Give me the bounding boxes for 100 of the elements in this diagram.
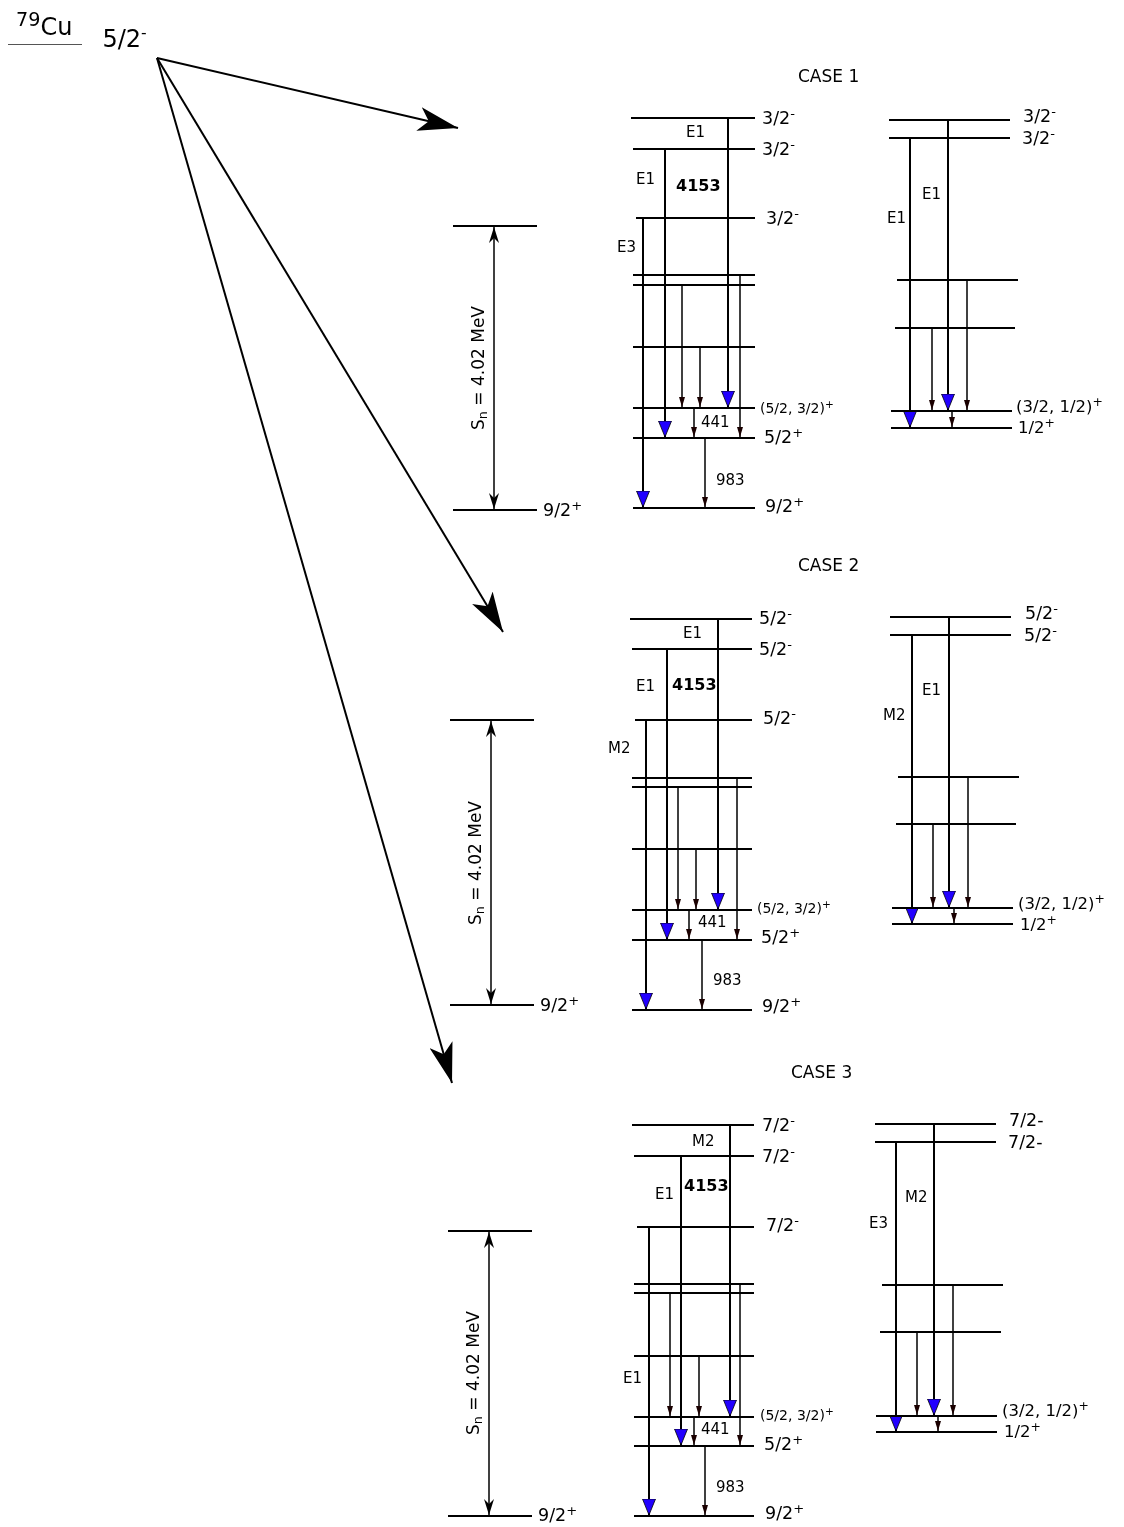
gamma-transition-arrow — [691, 1417, 697, 1446]
case-heading: CASE 3 — [791, 1063, 853, 1081]
spin-parity-label: 9/2$^{+}$ — [543, 502, 583, 520]
gamma-transition-arrow — [965, 777, 971, 908]
gamma-transition-arrow — [702, 1446, 708, 1516]
energy-level-line — [882, 1284, 1003, 1286]
gamma-transition-arrow — [950, 1285, 956, 1416]
energy-level-line — [632, 786, 752, 788]
multipolarity-label: E1 — [686, 124, 706, 140]
energy-level-line — [448, 1230, 532, 1232]
energy-level-line — [632, 848, 752, 850]
gamma-transition-arrow — [927, 1124, 941, 1416]
gamma-transition-arrow — [935, 1416, 941, 1432]
gamma-transition-arrow — [949, 411, 955, 428]
spin-parity-label: 5/2$^{-}$ — [759, 610, 792, 628]
energy-level-line — [634, 1355, 754, 1357]
gamma-transition-arrow — [930, 824, 936, 908]
energy-level-line — [634, 1292, 754, 1294]
spin-parity-label: (5/2, 3/2)$^{+}$ — [760, 1408, 834, 1422]
energy-level-line — [880, 1331, 1001, 1333]
spin-parity-label: 9/2$^{+}$ — [540, 997, 580, 1015]
gamma-transition-arrow — [667, 1293, 673, 1417]
arrow — [156, 57, 504, 633]
spin-parity-label: 7/2$^{-}$ — [766, 1217, 799, 1235]
multipolarity-label: E1 — [922, 186, 942, 202]
spin-parity-label: 5/2$^{-}$ — [102, 26, 147, 52]
spin-parity-label: (3/2, 1/2)$^{+}$ — [1016, 398, 1103, 416]
multipolarity-label: M2 — [905, 1189, 928, 1205]
gamma-transition-arrow — [636, 218, 650, 508]
gamma-transition-arrow — [903, 138, 917, 428]
energy-level-line — [898, 776, 1019, 778]
multipolarity-label: E1 — [922, 682, 942, 698]
gamma-transition-arrow — [734, 778, 740, 940]
multipolarity-label: E1 — [623, 1370, 643, 1386]
spin-parity-label: (3/2, 1/2)$^{+}$ — [1002, 1402, 1089, 1420]
arrow — [156, 57, 453, 1084]
multipolarity-label: M2 — [883, 707, 906, 723]
multipolarity-label: E1 — [655, 1186, 675, 1202]
spin-parity-label: 5/2$^{-}$ — [763, 710, 796, 728]
energy-label: 4153 — [676, 178, 721, 194]
gamma-transition-arrow — [699, 940, 705, 1010]
gamma-transition-arrow — [941, 120, 955, 411]
gamma-transition-arrow — [721, 118, 735, 408]
nuclide-name: $^{79}$Cu — [8, 6, 83, 46]
gamma-transition-arrow — [639, 720, 653, 1010]
arrow — [156, 57, 459, 131]
spin-parity-label: 9/2$^{+}$ — [765, 1505, 805, 1523]
case-heading: CASE 1 — [798, 67, 860, 85]
case-heading: CASE 2 — [798, 556, 860, 574]
gamma-transition-arrow — [696, 1356, 702, 1417]
spin-parity-label: 9/2$^{+}$ — [538, 1507, 578, 1525]
energy-label: 441 — [701, 1421, 730, 1437]
energy-level-line — [897, 279, 1018, 281]
multipolarity-label: E1 — [636, 678, 656, 694]
gamma-transition-arrow — [951, 908, 957, 924]
spin-parity-label: 1/2$^{+}$ — [1018, 419, 1055, 437]
energy-label: 983 — [716, 1479, 745, 1495]
spin-parity-label: 5/2$^{+}$ — [764, 1436, 804, 1454]
multipolarity-label: M2 — [608, 740, 631, 756]
gamma-transition-arrow — [929, 328, 935, 411]
gamma-transition-arrow — [889, 1142, 903, 1432]
multipolarity-label: M2 — [692, 1133, 715, 1149]
gamma-transition-arrow — [702, 438, 708, 508]
spin-parity-label: 9/2$^{+}$ — [765, 498, 805, 516]
spin-parity-label: 3/2$^{-}$ — [1023, 108, 1056, 126]
gamma-transition-arrow — [674, 1156, 688, 1446]
energy-label: 4153 — [672, 677, 717, 693]
gamma-transition-arrow — [691, 408, 697, 438]
gamma-transition-arrow — [660, 649, 674, 940]
gamma-transition-arrow — [697, 347, 703, 408]
spin-parity-label: 9/2$^{+}$ — [762, 998, 802, 1016]
energy-label: 983 — [713, 972, 742, 988]
gamma-transition-arrow — [914, 1332, 920, 1416]
spin-parity-label: (3/2, 1/2)$^{+}$ — [1018, 895, 1105, 913]
gamma-transition-arrow — [686, 910, 692, 940]
spin-parity-label: 3/2$^{-}$ — [762, 141, 795, 159]
gamma-transition-arrow — [711, 619, 725, 910]
spin-parity-label: 5/2$^{-}$ — [1024, 627, 1057, 645]
energy-label: 441 — [701, 414, 730, 430]
multipolarity-label: E3 — [617, 239, 637, 255]
gamma-transition-arrow — [964, 280, 970, 411]
energy-label: 441 — [698, 914, 727, 930]
spin-parity-label: 1/2$^{+}$ — [1004, 1423, 1041, 1441]
spin-parity-label: 7/2$^{-}$ — [762, 1148, 795, 1166]
spin-parity-label: 7/2- — [1008, 1134, 1043, 1152]
energy-label: 983 — [716, 472, 745, 488]
spin-parity-label: 3/2$^{-}$ — [1022, 130, 1055, 148]
gamma-transition-arrow — [658, 149, 672, 438]
energy-level-line — [634, 1283, 754, 1285]
gamma-transition-arrow — [693, 849, 699, 910]
spin-parity-label: 3/2$^{-}$ — [762, 110, 795, 128]
spin-parity-label: 5/2$^{-}$ — [1025, 605, 1058, 623]
energy-level-line — [633, 284, 755, 286]
dimension-arrow — [489, 226, 499, 510]
spin-parity-label: 1/2$^{+}$ — [1020, 916, 1057, 934]
dimension-arrow — [484, 1231, 494, 1516]
gamma-transition-arrow — [679, 285, 685, 408]
multipolarity-label: E1 — [636, 171, 656, 187]
gamma-transition-arrow — [942, 617, 956, 908]
multipolarity-label: E1 — [887, 210, 907, 226]
